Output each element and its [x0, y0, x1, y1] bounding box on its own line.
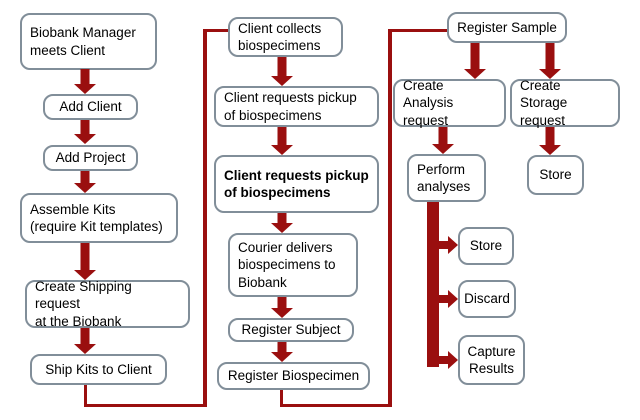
- arrow-courier-to-register-subject: [271, 297, 293, 318]
- arrow-branch-to-capture-results: [437, 351, 458, 369]
- arrow-add-project-to-assemble-kits: [74, 171, 96, 193]
- node-assemble-kits: Assemble Kits (require Kit templates): [20, 193, 178, 243]
- node-register-sample: Register Sample: [447, 12, 567, 43]
- arrow-branch-to-store: [437, 236, 458, 254]
- connector-regbio-down: [279, 390, 283, 407]
- node-create-analysis-request: Create Analysis request: [393, 78, 506, 128]
- node-store-after-analyses: Store: [458, 227, 514, 265]
- arrow-analysis-request-to-perform-analyses: [432, 127, 454, 154]
- connector-regbio-bottom: [279, 403, 392, 407]
- node-create-shipping-request: Create Shipping request at the Biobank: [25, 279, 190, 329]
- node-courier-delivers-biospecimens: Courier delivers biospecimens to Biobank: [228, 233, 358, 297]
- node-add-project: Add Project: [43, 145, 138, 171]
- node-store-after-storage-request: Store: [527, 155, 584, 195]
- node-biobank-manager-meets-client: Biobank Manager meets Client: [20, 13, 157, 70]
- node-register-subject: Register Subject: [228, 318, 354, 342]
- node-client-requests-pickup: Client requests pickup of biospecimens: [214, 86, 379, 127]
- arrow-storage-request-to-store: [539, 127, 561, 155]
- node-perform-analyses: Perform analyses: [407, 154, 486, 202]
- arrow-register-subject-to-register-biospecimen: [271, 342, 293, 362]
- arrow-register-sample-to-analysis-request: [464, 43, 486, 79]
- branch-trunk-perform-analyses: [427, 202, 439, 367]
- node-add-client: Add Client: [43, 94, 138, 120]
- node-capture-results: Capture Results: [458, 335, 525, 385]
- node-create-storage-request: Create Storage request: [510, 78, 620, 128]
- arrow-biobank-to-add-client: [74, 69, 96, 94]
- arrow-branch-to-discard: [437, 290, 458, 308]
- connector-regbio-into-regsample: [388, 28, 447, 32]
- node-ship-kits-to-client: Ship Kits to Client: [30, 354, 167, 385]
- arrow-collects-to-requests-pickup: [271, 57, 293, 86]
- arrow-shipping-request-to-ship-kits: [74, 328, 96, 354]
- connector-shipkits-into-collects: [203, 28, 228, 32]
- arrow-add-client-to-add-project: [74, 120, 96, 144]
- node-discard: Discard: [458, 280, 516, 318]
- arrow-assemble-kits-to-shipping-request: [74, 243, 96, 280]
- node-register-biospecimen: Register Biospecimen: [217, 362, 370, 390]
- connector-regbio-up: [388, 28, 392, 407]
- connector-shipkits-bottom: [83, 403, 207, 407]
- connector-shipkits-up: [203, 28, 207, 407]
- node-client-collects-biospecimens: Client collects biospecimens: [228, 17, 343, 57]
- connector-shipkits-down: [83, 385, 87, 407]
- arrow-register-sample-to-storage-request: [539, 43, 561, 79]
- arrow-requests-pickup-to-requests-pickup-bold: [271, 127, 293, 155]
- arrow-requests-pickup-bold-to-courier: [271, 213, 293, 233]
- node-client-requests-pickup-bold: Client requests pickup of biospecimens: [214, 155, 379, 213]
